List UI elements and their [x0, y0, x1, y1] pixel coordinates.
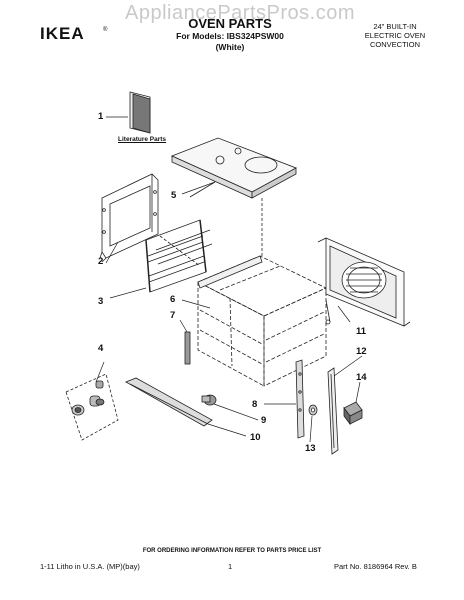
- washer: [308, 404, 318, 416]
- corner-line-2: ELECTRIC OVEN: [364, 31, 426, 40]
- callout-3: 3: [98, 296, 104, 307]
- callout-10: 10: [250, 432, 261, 443]
- door-switch: [343, 401, 363, 426]
- callout-1: 1: [98, 111, 104, 122]
- ikea-logo-mark: IKEA ®: [40, 24, 108, 43]
- models-line: For Models: IBS324PSW00: [176, 31, 284, 41]
- callout-8: 8: [252, 399, 258, 410]
- product-description: 24" BUILT-IN ELECTRIC OVEN CONVECTION: [340, 22, 450, 49]
- callout-7: 7: [170, 310, 176, 321]
- litho-info: 1-11 Litho in U.S.A. (MP)(bay): [40, 562, 140, 571]
- callout-9: 9: [261, 415, 267, 426]
- corner-line-1: 24" BUILT-IN: [373, 22, 417, 31]
- side-strip: [327, 367, 339, 455]
- callout-13: 13: [305, 443, 316, 454]
- page-title: OVEN PARTS: [188, 16, 272, 31]
- bottom-trim: [125, 377, 213, 427]
- corner-line-3: CONVECTION: [369, 40, 420, 49]
- side-panel: [99, 173, 159, 263]
- leader-lines: [95, 181, 363, 443]
- page-number: 1: [228, 562, 233, 571]
- oven-rack: [145, 219, 213, 293]
- callout-11: 11: [356, 326, 367, 337]
- assembly-line-side: [159, 235, 201, 267]
- ikea-logo-text: IKEA: [40, 24, 85, 43]
- knob-group: [65, 373, 119, 441]
- callout-6: 6: [170, 294, 176, 305]
- top-cover: [170, 137, 297, 199]
- temperature-sensor: [184, 331, 191, 365]
- callout-2: 2: [98, 256, 104, 267]
- registered-mark: ®: [103, 26, 108, 33]
- callout-4: 4: [98, 343, 104, 354]
- callout-12: 12: [356, 346, 367, 357]
- convection-fan-panel: [317, 237, 411, 327]
- watermark: AppliancePartsPros.com: [125, 2, 355, 24]
- color-line: (White): [215, 42, 245, 52]
- literature-parts-label: Literature Parts: [118, 136, 167, 143]
- ikea-logo: IKEA ®: [40, 24, 108, 43]
- ordering-note: FOR ORDERING INFORMATION REFER TO PARTS …: [142, 548, 322, 554]
- literature-booklet: [106, 91, 151, 134]
- hinge-strip: [295, 359, 305, 439]
- model-info: For Models: IBS324PSW00 (White): [150, 31, 310, 53]
- cavity-flange: [197, 255, 331, 325]
- part-number: Part No. 8186964 Rev. B: [334, 562, 417, 571]
- mounting-clip: [201, 394, 217, 406]
- callout-14: 14: [356, 372, 367, 383]
- callout-5: 5: [171, 190, 177, 201]
